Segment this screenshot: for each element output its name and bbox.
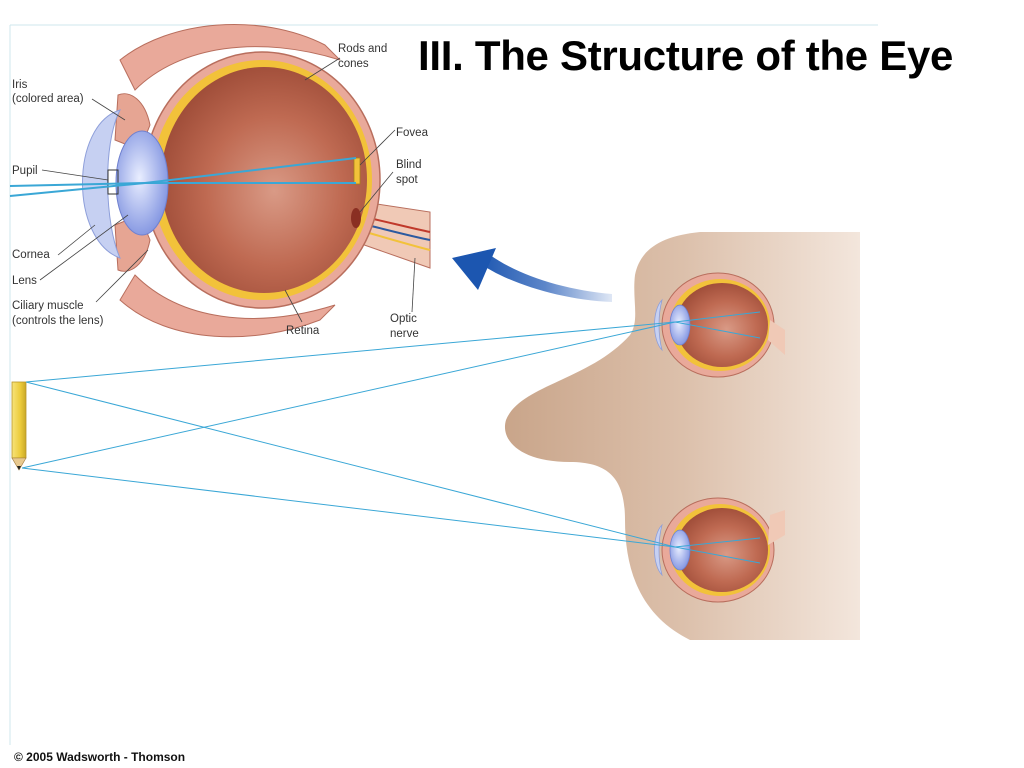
label-ciliary: Ciliary muscle: [12, 300, 84, 312]
label-optic: Optic: [390, 313, 417, 325]
zoom-arrow: [452, 248, 612, 302]
small-eye-upper: [654, 272, 785, 378]
label-fovea: Fovea: [396, 127, 429, 139]
eyelid-upper: [119, 23, 341, 91]
eyelid-lower: [119, 274, 336, 338]
slide-title: III. The Structure of the Eye: [418, 32, 954, 79]
label-leader-lines: [39, 57, 416, 323]
copyright-notice: © 2005 Wadsworth - Thomson: [14, 750, 186, 764]
label-retina: Retina: [286, 325, 320, 337]
eye-labels: Iris (colored area) Pupil Cornea Lens Ci…: [12, 43, 429, 340]
label-iris: Iris: [12, 79, 28, 91]
label-optic-sub: nerve: [390, 328, 419, 340]
label-pupil: Pupil: [12, 165, 38, 177]
blind-spot: [351, 208, 361, 228]
label-ciliary-sub: (controls the lens): [12, 315, 104, 327]
label-rods-sub: cones: [338, 58, 369, 70]
label-blind: Blind: [396, 159, 422, 171]
eye-cross-section: [9, 23, 431, 338]
label-rods: Rods and: [338, 43, 387, 55]
small-eye-lower: [654, 497, 785, 603]
pencil: [11, 381, 27, 471]
fovea: [353, 157, 361, 185]
vitreous-body: [161, 67, 367, 293]
pupil: [107, 169, 119, 195]
label-blind-sub: spot: [396, 174, 419, 186]
illustration-frame: [9, 24, 878, 745]
light-rays: [21, 311, 761, 564]
label-lens: Lens: [12, 275, 37, 287]
label-cornea: Cornea: [12, 249, 50, 261]
label-iris-sub: (colored area): [12, 93, 84, 105]
